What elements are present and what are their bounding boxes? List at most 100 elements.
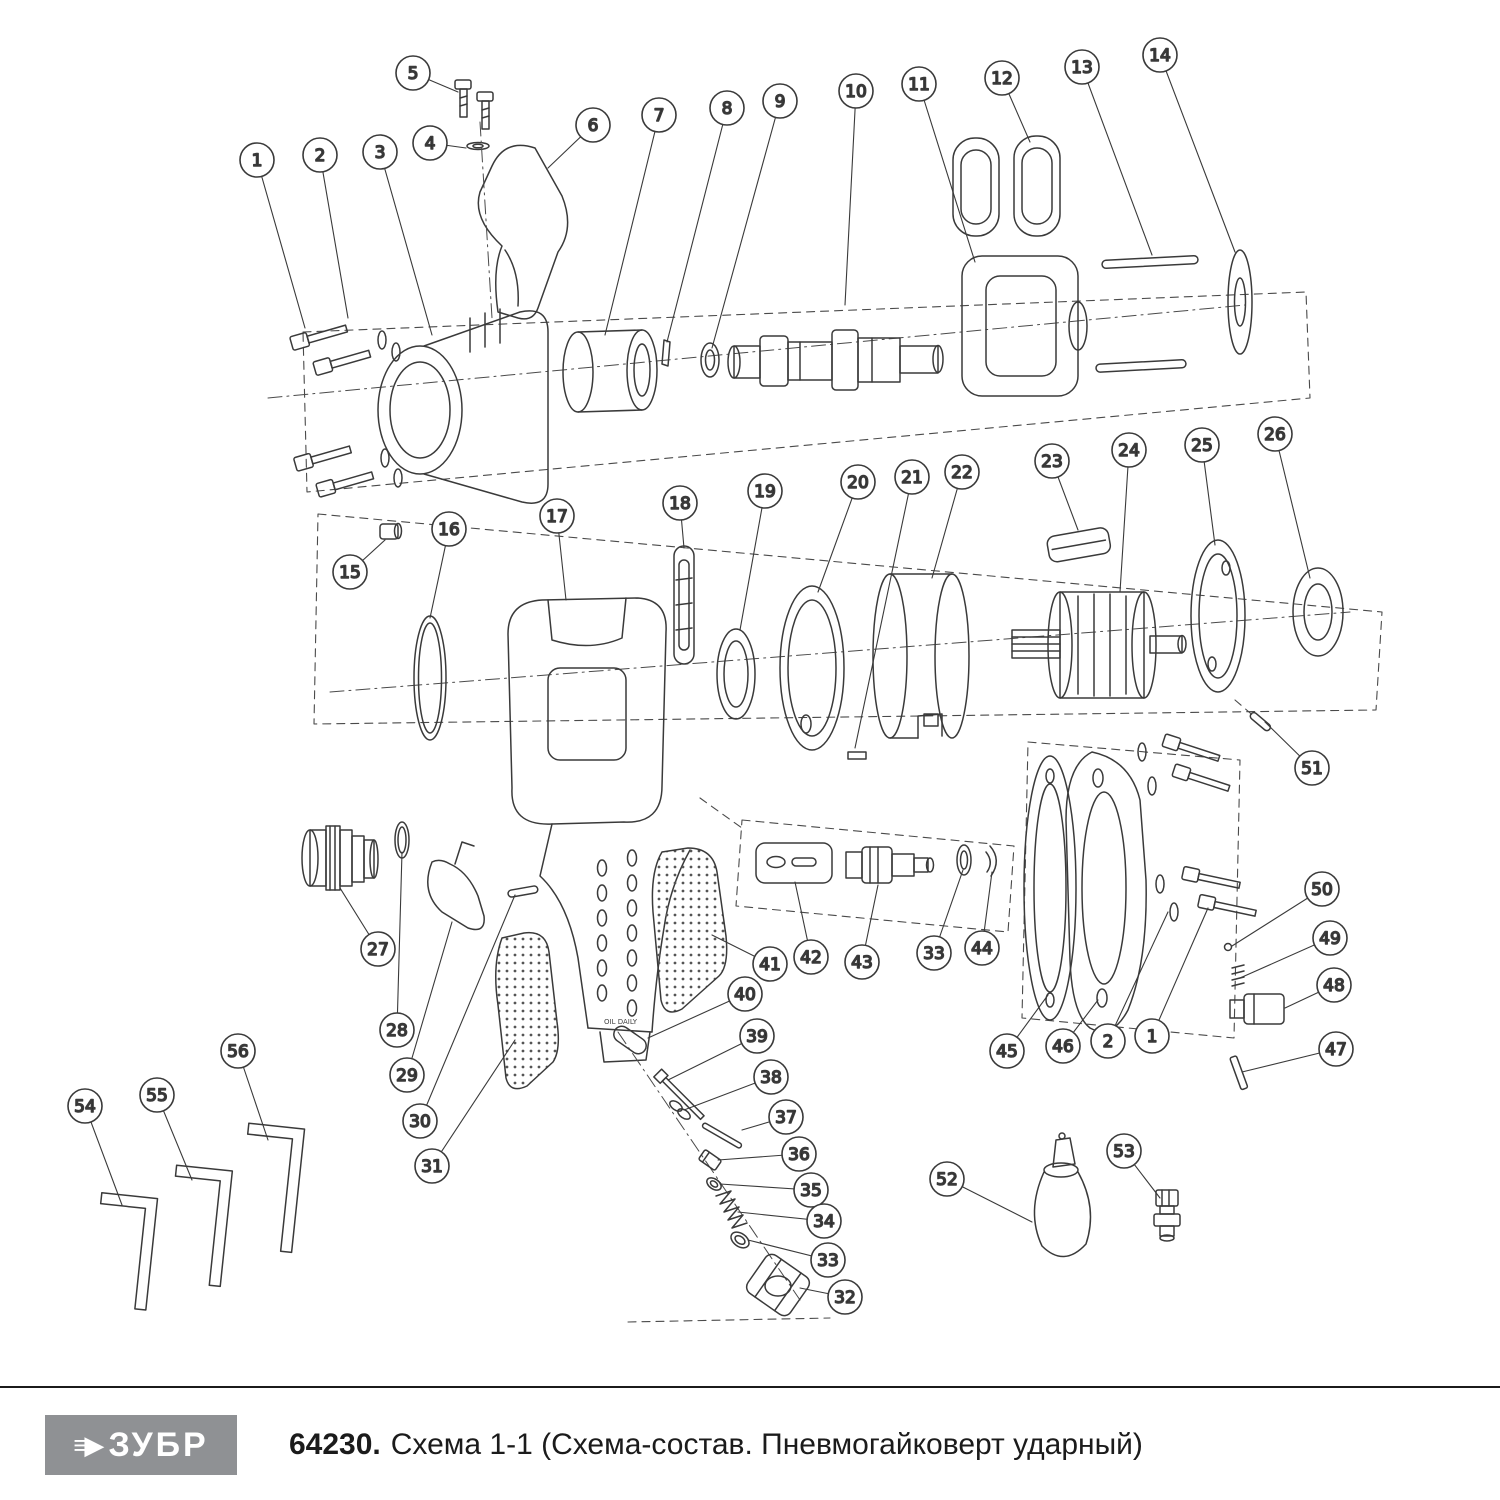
callout-19: 19: [739, 473, 783, 631]
svg-text:12: 12: [991, 69, 1013, 89]
callout-42: 42: [793, 881, 829, 975]
callout-28: 28: [379, 851, 415, 1048]
svg-text:46: 46: [1052, 1037, 1074, 1057]
long-screw-drawing: [653, 1068, 705, 1121]
rear-handle-drawing: [477, 144, 569, 320]
callout-3: 3: [362, 134, 433, 336]
callout-18: 18: [662, 485, 698, 549]
callout-26: 26: [1257, 416, 1311, 579]
rear-cover-assembly-drawing: [1021, 733, 1285, 1091]
hex-key-large-drawing: [246, 1122, 306, 1254]
svg-text:41: 41: [759, 955, 781, 975]
trigger-pin-drawing: [507, 885, 539, 898]
svg-text:52: 52: [936, 1170, 958, 1190]
handle-assembly-drawing: OIL DAILY: [301, 797, 1015, 1090]
grip-pad-left-drawing: [495, 931, 560, 1090]
svg-text:35: 35: [800, 1181, 822, 1201]
svg-text:2: 2: [315, 146, 326, 166]
svg-text:18: 18: [669, 494, 691, 514]
hex-key-small-drawing: [99, 1191, 159, 1311]
oiler-pin-drawing: [1229, 1055, 1249, 1091]
hammer-frame-drawing: [961, 255, 1088, 397]
callout-15: 15: [332, 539, 386, 590]
callout-50: 50: [1231, 871, 1340, 947]
retainer-pin-drawing: [661, 339, 671, 367]
callout-48: 48: [1284, 967, 1352, 1009]
callout-35: 35: [719, 1172, 829, 1208]
callout-51: 51: [1264, 721, 1330, 786]
svg-text:50: 50: [1311, 880, 1333, 900]
small-spring-drawing: [1231, 964, 1245, 987]
svg-text:5: 5: [408, 64, 419, 84]
anvil-shaft-drawing: [727, 329, 944, 391]
svg-text:1: 1: [1147, 1027, 1158, 1047]
callout-21: 21: [854, 459, 930, 749]
svg-text:29: 29: [396, 1066, 418, 1086]
svg-text:6: 6: [588, 116, 599, 136]
svg-text:25: 25: [1191, 436, 1213, 456]
svg-text:47: 47: [1325, 1040, 1347, 1060]
svg-text:23: 23: [1041, 452, 1063, 472]
svg-text:7: 7: [654, 106, 665, 126]
callout-47: 47: [1241, 1031, 1354, 1073]
svg-text:9: 9: [775, 92, 786, 112]
svg-text:22: 22: [951, 463, 973, 483]
callout-16: 16: [429, 511, 467, 619]
svg-text:38: 38: [760, 1068, 782, 1088]
svg-text:40: 40: [734, 985, 756, 1005]
svg-text:36: 36: [788, 1145, 810, 1165]
top-screws-drawing: [454, 79, 494, 319]
air-fitting-drawing: [1153, 1189, 1181, 1242]
spring-pin-drawing: [673, 545, 695, 665]
svg-text:56: 56: [227, 1042, 249, 1062]
svg-text:16: 16: [438, 520, 460, 540]
svg-text:49: 49: [1319, 929, 1341, 949]
callout-32: 32: [799, 1279, 863, 1315]
callout-34: 34: [737, 1203, 842, 1239]
callout-54: 54: [67, 1088, 123, 1206]
rear-bearing-drawing: [1292, 567, 1344, 657]
svg-text:4: 4: [425, 134, 436, 154]
svg-text:31: 31: [421, 1157, 443, 1177]
callout-39: 39: [667, 1018, 775, 1081]
svg-text:48: 48: [1323, 976, 1345, 996]
svg-text:1: 1: [252, 151, 263, 171]
callout-33: 33: [916, 869, 964, 971]
valve-stem-drawing: [845, 846, 935, 884]
svg-text:55: 55: [146, 1086, 168, 1106]
zubr-logo: ≡▶ ЗУБР: [45, 1415, 237, 1475]
svg-text:33: 33: [817, 1251, 839, 1271]
small-bushing-drawing: [379, 522, 403, 540]
hammer-rings-drawing: [952, 135, 1061, 237]
callout-9: 9: [711, 83, 798, 349]
svg-text:44: 44: [971, 939, 993, 959]
callout-22: 22: [931, 454, 980, 579]
callout-24: 24: [1111, 432, 1147, 593]
grip-pad-right-drawing: [651, 847, 728, 1013]
front-end-plate-drawing: [779, 585, 845, 751]
rotor-drawing: [1011, 591, 1187, 699]
callout-10: 10: [838, 73, 874, 306]
callout-27: 27: [339, 887, 396, 967]
svg-text:20: 20: [847, 473, 869, 493]
svg-text:39: 39: [746, 1027, 768, 1047]
diagram-caption: 64230. Схема 1-1 (Схема-состав. Пневмогай…: [289, 1428, 1143, 1462]
svg-text:15: 15: [339, 563, 361, 583]
callout-40: 40: [647, 976, 763, 1039]
svg-text:53: 53: [1113, 1142, 1135, 1162]
cover-bolts-drawing: [1137, 733, 1257, 922]
air-inlet-drawing: [301, 825, 379, 891]
callout-44: 44: [964, 871, 1000, 966]
housing-bolts-drawing: [289, 324, 403, 498]
dowel-pin-drawing: [1234, 699, 1272, 732]
svg-text:51: 51: [1301, 759, 1323, 779]
caption-text: Схема 1-1 (Схема-состав. Пневмогайковерт…: [390, 1428, 1143, 1461]
inlet-o-ring-2-drawing: [730, 1231, 750, 1249]
model-code: 64230.: [289, 1428, 381, 1461]
trigger-drawing: [427, 841, 485, 931]
top-assembly-drawing: [267, 79, 1311, 504]
callout-37: 37: [741, 1099, 804, 1135]
valve-washer-drawing: [956, 844, 972, 876]
svg-text:11: 11: [908, 75, 930, 95]
